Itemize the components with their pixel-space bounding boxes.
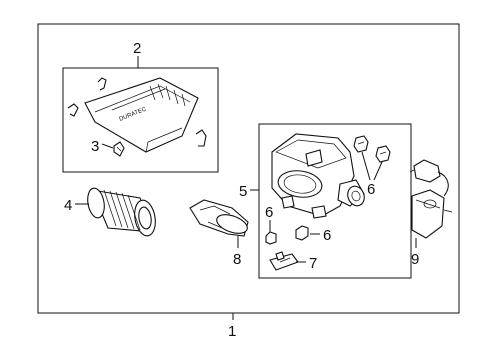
callout-2: 2 — [133, 40, 141, 57]
callout-7: 7 — [309, 255, 317, 272]
leader-6a-1 — [361, 151, 371, 181]
callout-6-right: 6 — [323, 227, 331, 244]
engine-cover: DURATEC — [84, 77, 199, 153]
resonator — [409, 159, 453, 239]
grommet-icon — [353, 135, 391, 163]
callout-6-left: 6 — [265, 204, 273, 221]
intake-duct — [189, 199, 249, 237]
clip-icon — [67, 77, 207, 147]
air-filter-element — [87, 187, 156, 237]
assembly-frame — [37, 23, 460, 314]
callout-1: 1 — [228, 323, 236, 340]
leader-6a-2 — [373, 161, 383, 181]
mass-airflow-sensor — [269, 251, 299, 271]
cover-inset-box — [62, 67, 219, 173]
grommet-left-icon — [265, 231, 277, 245]
callout-6-upper: 6 — [367, 181, 375, 198]
retainer-clip — [113, 141, 125, 157]
callout-4: 4 — [64, 197, 72, 214]
housing-inset-box — [258, 123, 412, 279]
air-cleaner-housing — [271, 133, 365, 219]
leader-3 — [101, 143, 114, 149]
callout-3: 3 — [91, 138, 99, 155]
callout-9: 9 — [411, 251, 419, 268]
callout-5: 5 — [239, 183, 247, 200]
callout-8: 8 — [233, 251, 241, 268]
grommet-right-icon — [295, 225, 309, 241]
